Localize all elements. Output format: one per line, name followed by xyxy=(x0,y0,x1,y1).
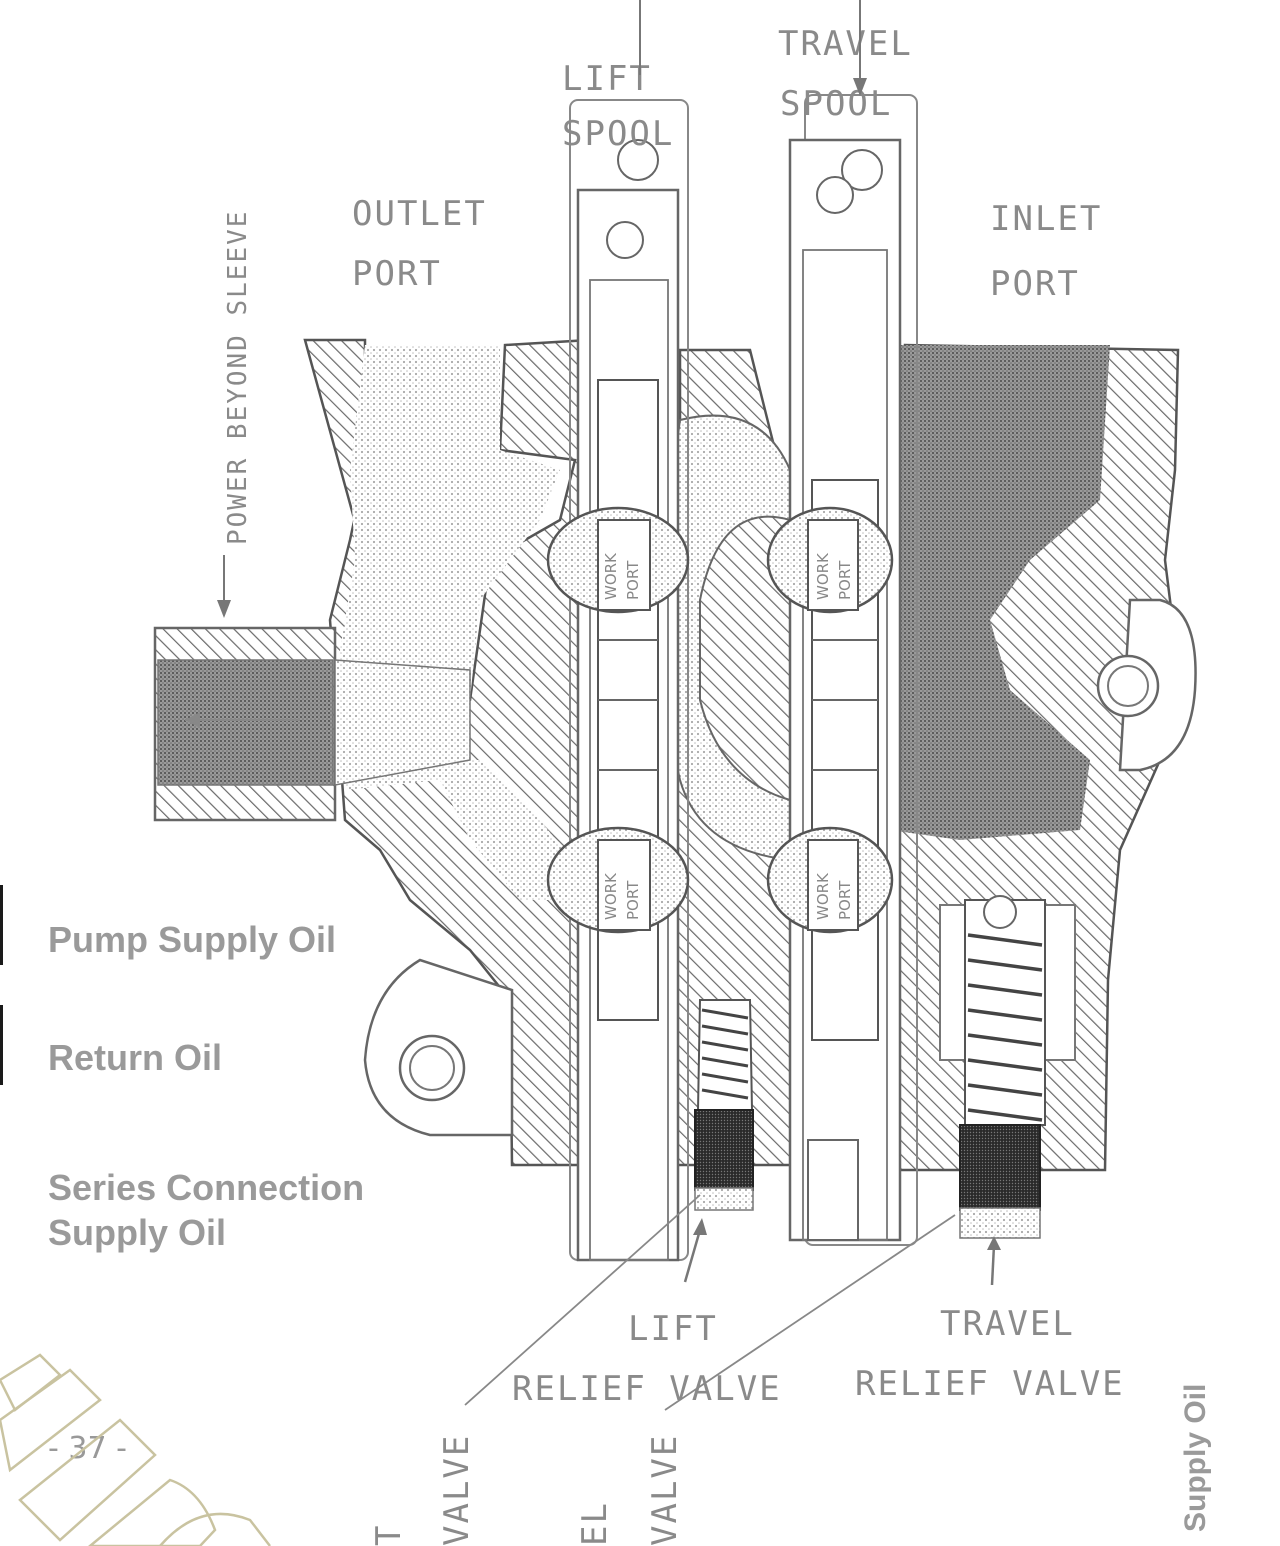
power-beyond-sleeve-label: POWER BEYOND SLEEVE xyxy=(223,210,253,545)
work-port-label-3a: WORK xyxy=(814,552,832,600)
pump-supply-inlet-cavity xyxy=(880,345,1110,840)
travel-relief-leader xyxy=(990,1244,996,1286)
legend: Pump Supply Oil Return Oil Series Connec… xyxy=(0,885,364,1253)
legend-label-pump-supply: Pump Supply Oil xyxy=(48,919,336,960)
legend-label-return: Return Oil xyxy=(48,1037,222,1078)
work-port-label-1b: PORT xyxy=(624,560,642,600)
work-port-label-2b: PORT xyxy=(624,880,642,920)
watermark-logo xyxy=(0,1353,271,1546)
rotated-valve-label-2: VALVE xyxy=(645,1434,685,1546)
inlet-port-label-line2: PORT xyxy=(990,264,1080,304)
lift-spool xyxy=(546,99,690,1262)
lift-relief-label-line1: LIFT xyxy=(628,1309,718,1349)
work-port-label-4a: WORK xyxy=(814,872,832,920)
outlet-port-label-line2: PORT xyxy=(352,254,442,294)
diagonal-leader-1 xyxy=(464,1194,701,1406)
top-labels: LIFT SPOOL TRAVEL SPOOL OUTLET PORT INLE… xyxy=(217,0,1102,618)
lift-relief-leader xyxy=(683,1229,702,1283)
travel-relief-label-line2: RELIEF VALVE xyxy=(855,1364,1125,1404)
rotated-valve-label-1: VALVE xyxy=(437,1434,477,1546)
legend-label-series-line1: Series Connection xyxy=(48,1167,364,1208)
work-port-labels: WORK PORT WORK PORT WORK PORT WORK PORT xyxy=(602,552,854,920)
lift-relief-valve xyxy=(694,999,754,1211)
travel-relief-valve xyxy=(939,895,1076,1239)
work-port-label-3b: PORT xyxy=(836,560,854,600)
travel-spool-label-line1: TRAVEL xyxy=(778,24,913,64)
return-oil-lower-channel xyxy=(430,760,580,900)
legend-label-series-line2: Supply Oil xyxy=(48,1212,226,1253)
work-port-label-2a: WORK xyxy=(602,872,620,920)
diagonal-leader-2 xyxy=(664,1214,956,1411)
rotated-t-label: T xyxy=(369,1524,409,1546)
lift-relief-label-line2: RELIEF VALVE xyxy=(512,1369,782,1409)
travel-spool-label-line2: SPOOL xyxy=(780,84,892,124)
inlet-port-label-line1: INLET xyxy=(990,199,1102,239)
lift-spool-label-line1: LIFT xyxy=(562,59,652,99)
power-beyond-sleeve xyxy=(153,626,471,822)
legend-swatch-return xyxy=(0,1005,3,1085)
work-port-label-1a: WORK xyxy=(602,552,620,600)
page-number: - 37 - xyxy=(48,1431,127,1466)
work-port-label-4b: PORT xyxy=(836,880,854,920)
bottom-labels: LIFT RELIEF VALVE TRAVEL RELIEF VALVE VA… xyxy=(48,1194,1212,1546)
legend-swatch-pump-supply xyxy=(0,885,3,965)
travel-relief-label-line1: TRAVEL xyxy=(940,1304,1075,1344)
rotated-el-label: EL xyxy=(575,1501,615,1546)
lift-spool-label-line2: SPOOL xyxy=(562,114,674,154)
outlet-port-label-line1: OUTLET xyxy=(352,194,487,234)
travel-spool xyxy=(766,94,918,1246)
right-mounting-hole xyxy=(1096,654,1160,718)
supply-oil-rotated-label: Supply Oil xyxy=(1179,1384,1212,1532)
